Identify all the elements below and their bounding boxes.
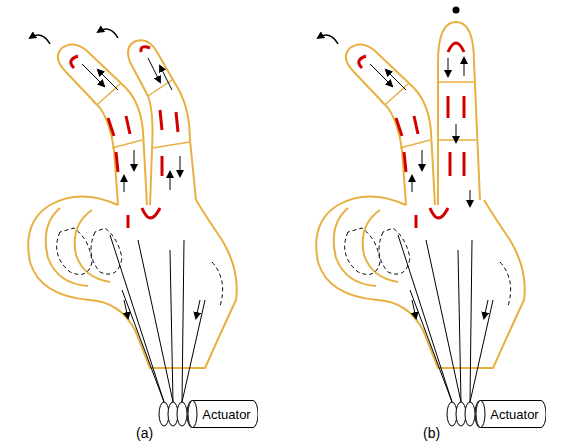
actuator-label: Actuator	[483, 407, 546, 422]
panel-label: (b)	[423, 425, 440, 441]
panel-label: (a)	[136, 425, 153, 441]
actuator-box: Actuator	[187, 400, 258, 428]
actuator-box: Actuator	[475, 400, 546, 428]
actuator-label: Actuator	[195, 407, 258, 422]
